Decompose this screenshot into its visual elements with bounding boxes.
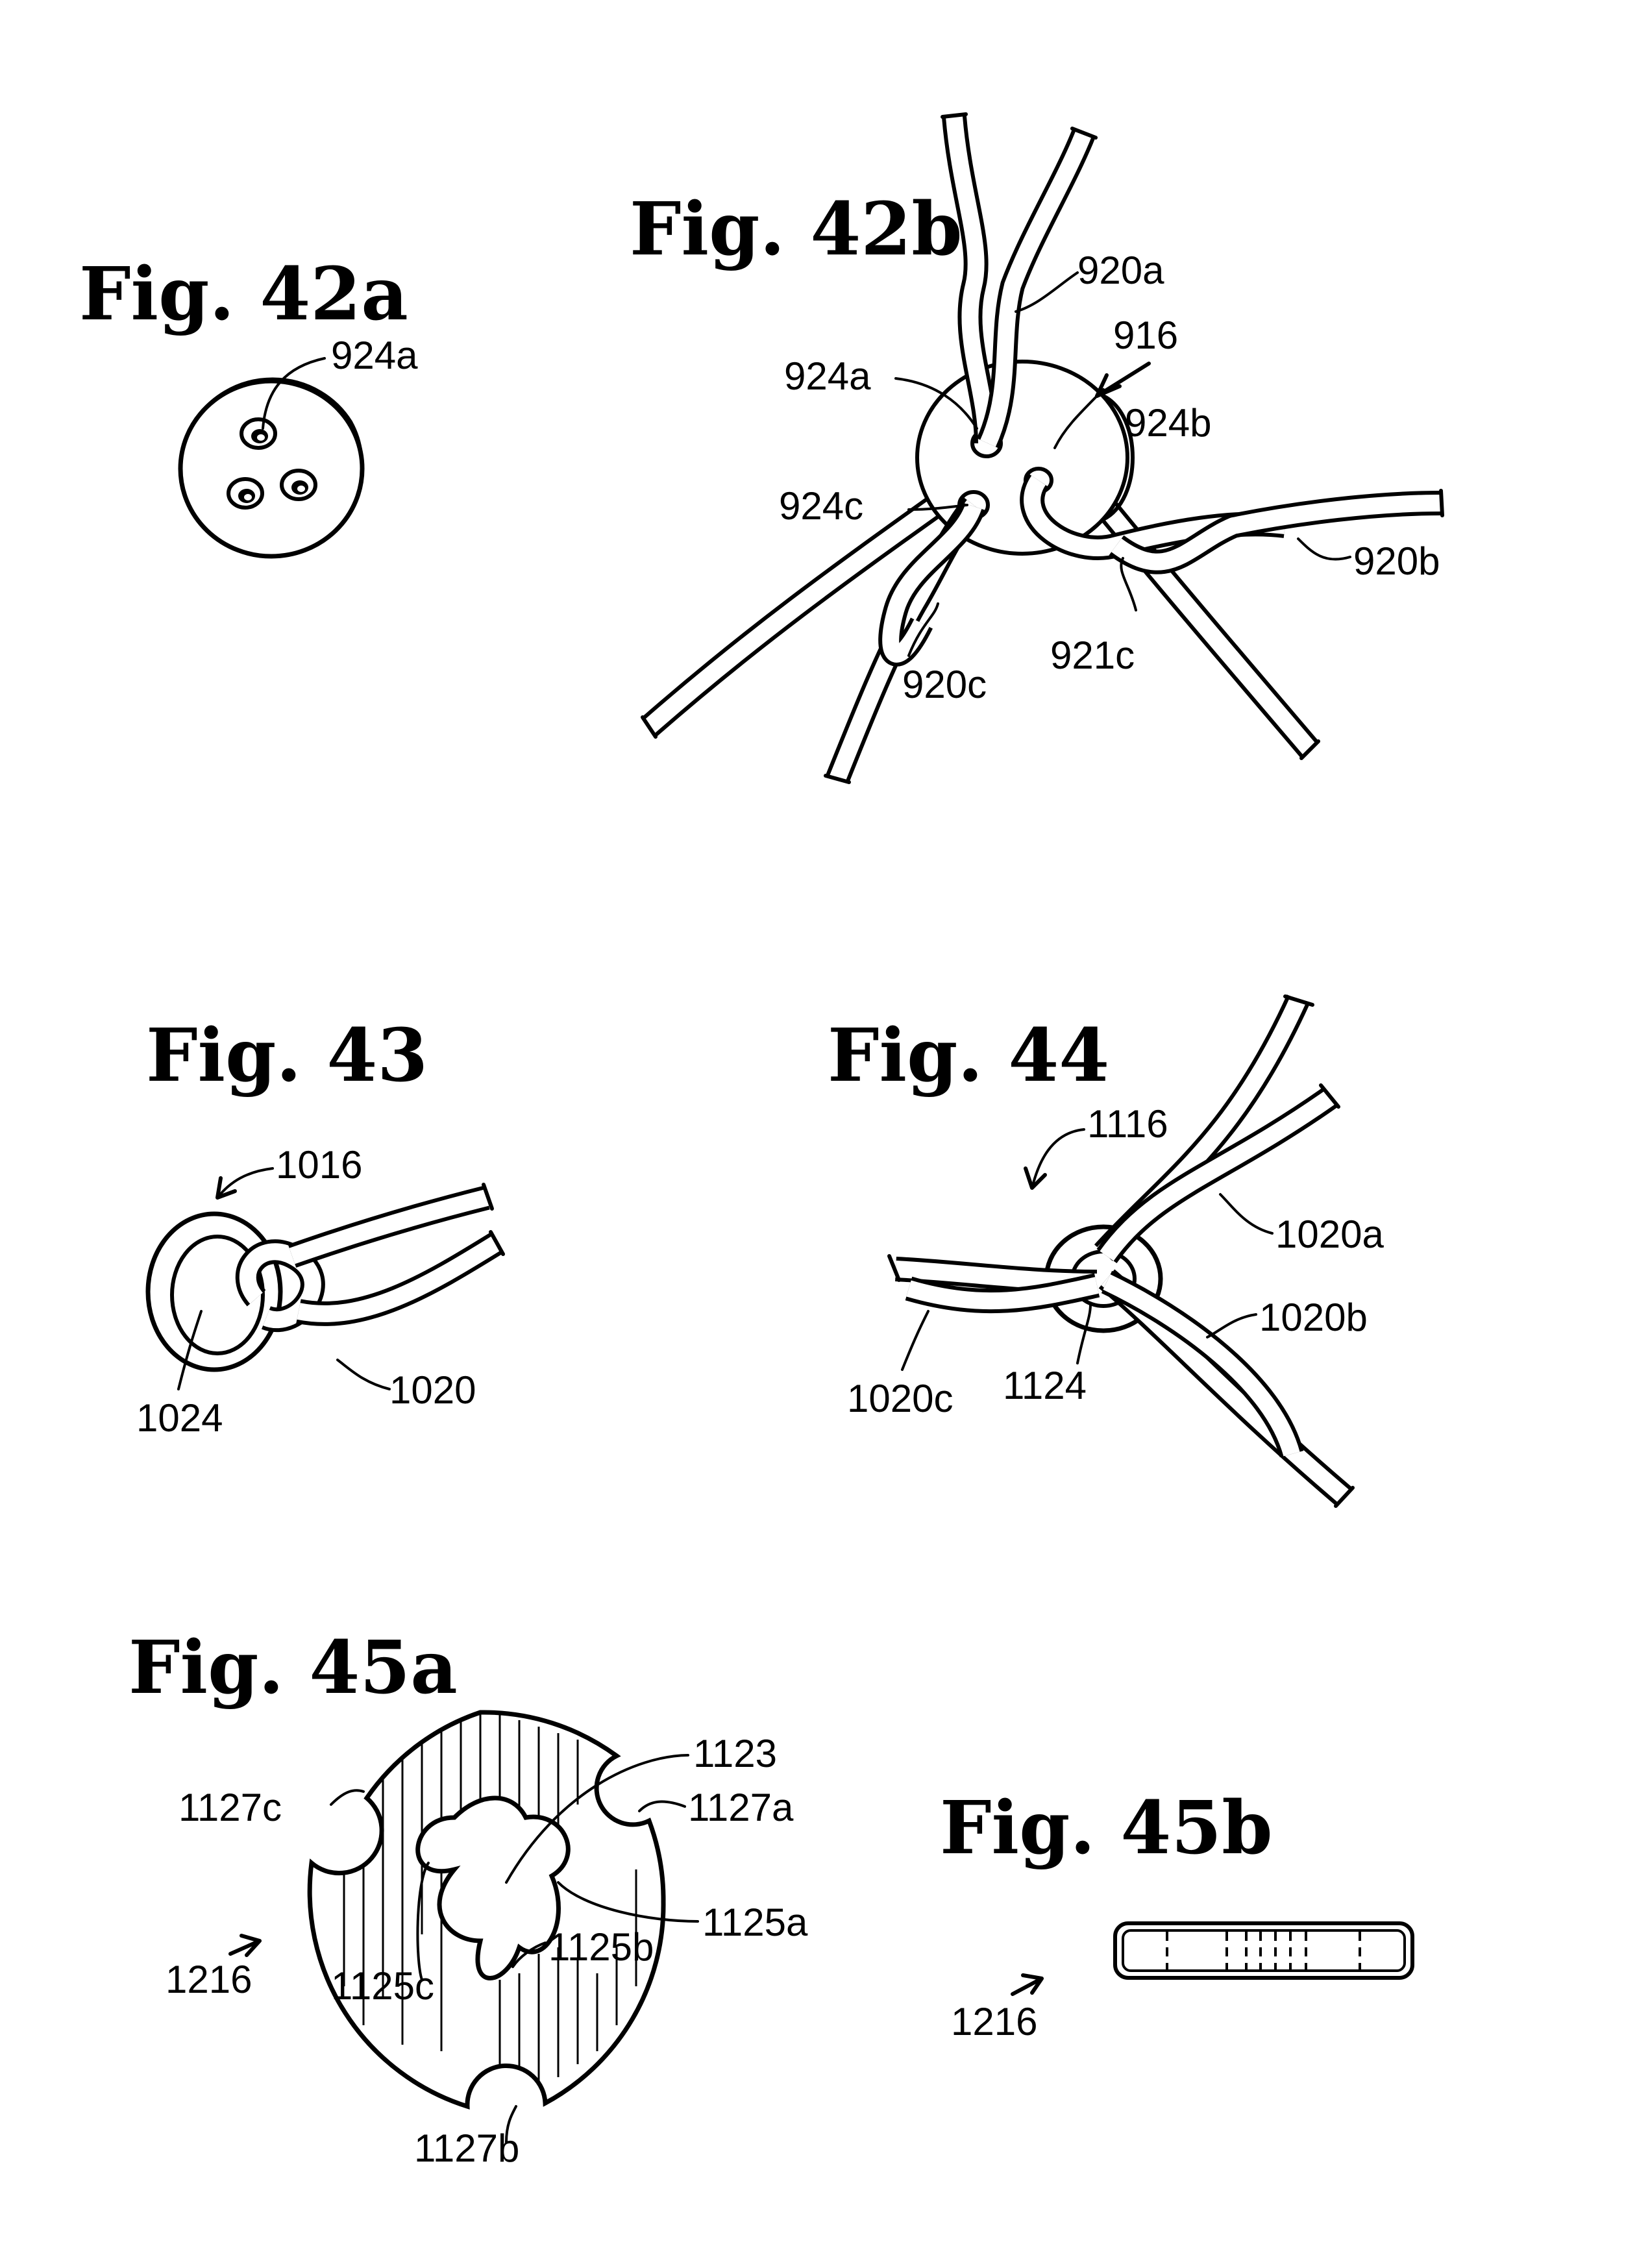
fig-43-ref-1020: 1020 [389,1368,476,1412]
fig-42a-hole-a [241,419,275,448]
fig-42b-strand-920c [837,505,974,779]
fig-45a-title: Fig. 45a [129,1625,458,1710]
fig-44-ref-1020b: 1020b [1259,1296,1368,1339]
fig-42b-ref-924b: 924b [1125,401,1211,445]
fig-45b-title: Fig. 45b [940,1786,1273,1871]
fig-45a-ref-1125a: 1125a [702,1901,808,1944]
fig-42b-ref-920a: 920a [1077,249,1164,292]
fig-42b-title: Fig. 42b [630,187,963,272]
fig-45a: Fig. 45a [129,1625,808,2170]
fig-42b-ref-920c: 920c [902,663,987,706]
fig-42a: Fig. 42a 924a [79,252,418,556]
fig-42b-ref-920b: 920b [1353,539,1440,583]
fig-42b-ref-916: 916 [1113,314,1178,357]
fig-43-ref-1024: 1024 [136,1396,223,1440]
fig-43-title: Fig. 43 [146,1013,428,1098]
fig-42b-ref-924c: 924c [779,484,863,528]
fig-45a-ref-1127c: 1127c [178,1786,282,1829]
fig-45a-ref-1125c: 1125c [331,1964,434,2008]
fig-42b-ref-924a: 924a [784,354,871,398]
fig-45a-ref-1127a: 1127a [688,1786,794,1829]
fig-44-ref-1020c: 1020c [847,1377,953,1420]
fig-44-ref-1124: 1124 [1003,1364,1087,1407]
fig-42a-ref-924a: 924a [331,334,418,377]
fig-45a-ref-1123: 1123 [693,1732,777,1775]
fig-42a-hole-c [282,471,315,499]
fig-43-ref-1016: 1016 [276,1143,362,1187]
fig-44-ref-1116: 1116 [1087,1102,1168,1146]
fig-44-title: Fig. 44 [828,1013,1109,1098]
fig-42b: Fig. 42b [630,114,1442,782]
fig-43: Fig. 43 1016 1024 1020 [136,1013,503,1440]
fig-44: Fig. 44 [828,996,1384,1506]
fig-45b-ref-1216: 1216 [951,2000,1037,2043]
fig-44-ref-1020a: 1020a [1275,1213,1384,1256]
fig-42a-title: Fig. 42a [79,252,408,337]
fig-43-suture-1020 [248,1185,503,1320]
fig-42a-button-disc [180,380,362,556]
fig-45b: Fig. 45b 1216 [940,1786,1412,2043]
fig-42b-ref-921c: 921c [1050,634,1135,677]
fig-45a-ref-1216: 1216 [166,1958,252,2001]
fig-45a-ref-1127b: 1127b [414,2126,519,2170]
fig-42a-hole-b [228,479,262,508]
fig-45a-ref-1125b: 1125b [548,1925,654,1969]
fig-45b-disc-side-view [1115,1923,1412,1978]
